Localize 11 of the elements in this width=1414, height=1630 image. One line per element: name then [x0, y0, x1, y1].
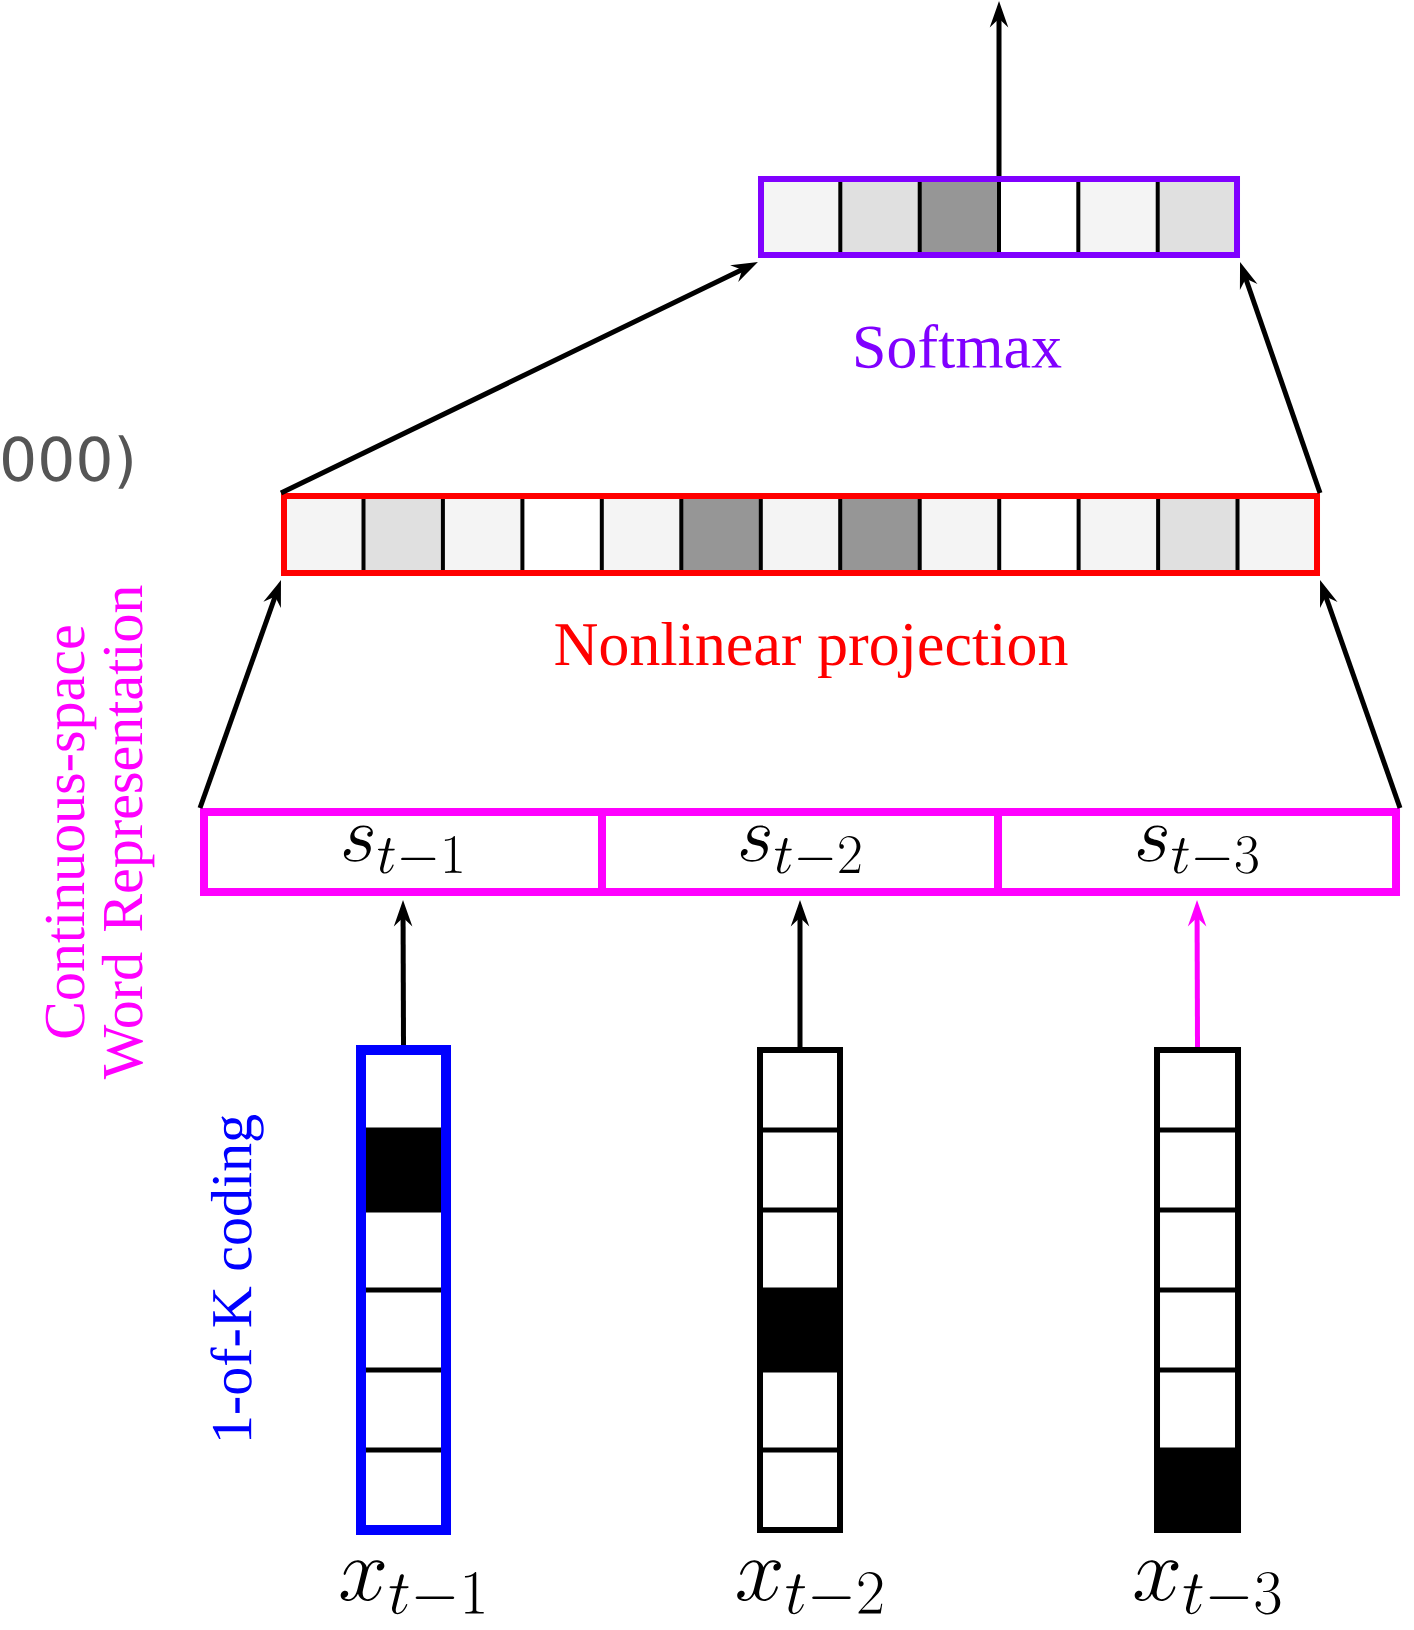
- embedding-cell: $s_{t-2}$: [598, 808, 1002, 896]
- vector-label: $x_{t-3}$: [1134, 1560, 1281, 1615]
- rotated-label: Continuous-space Word Representation: [45, 585, 155, 1080]
- embedding-cell: $s_{t-1}$: [200, 808, 606, 896]
- layer-label: Nonlinear projection: [555, 621, 1068, 679]
- cut-off-text: 000): [3, 435, 132, 489]
- vector-label: $x_{t-1}$: [340, 1560, 484, 1615]
- rotated-label: 1-of-K coding: [210, 1115, 264, 1439]
- softmax-label: Softmax: [856, 323, 1062, 369]
- vector-label: $x_{t-2}$: [737, 1560, 883, 1615]
- embedding-cell: $s_{t-3}$: [994, 808, 1400, 896]
